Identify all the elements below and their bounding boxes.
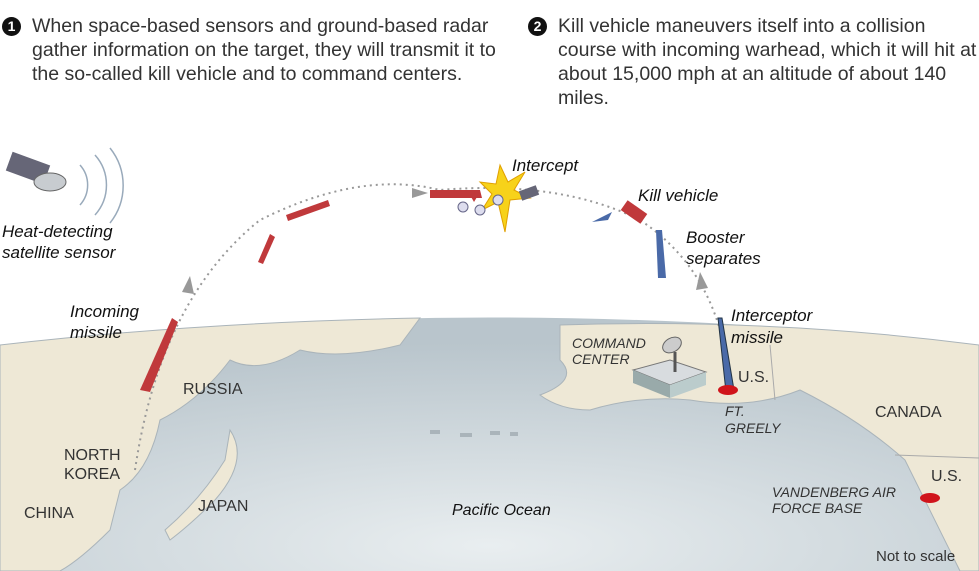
satellite-label: Heat-detecting <box>2 222 113 241</box>
explosion-icon <box>478 163 532 233</box>
step-number-badge: 1 <box>2 17 21 36</box>
map-label-vandenberg: VANDENBERG AIR <box>772 484 896 500</box>
arrow-icon <box>412 188 428 198</box>
nose-cone-icon <box>592 212 612 222</box>
map-label-us-alaska: U.S. <box>738 369 769 386</box>
border-line <box>769 344 776 401</box>
debris-icon <box>457 201 469 213</box>
land-japan <box>164 428 238 541</box>
step-text: When space-based sensors and ground-base… <box>32 15 496 85</box>
step-number-badge: 2 <box>528 17 547 36</box>
map-label-canada: CANADA <box>875 404 942 421</box>
command-center-icon <box>631 336 708 398</box>
map-label-japan: JAPAN <box>198 498 248 515</box>
aleutian-islands <box>430 430 518 437</box>
map-label-vandenberg: FORCE BASE <box>772 500 863 516</box>
incoming-missile-label: missile <box>70 323 122 342</box>
debris-icon <box>470 192 480 202</box>
satellite-icon <box>5 147 124 224</box>
incoming-missile-icon <box>140 318 178 392</box>
kill-vehicle-label: Kill vehicle <box>638 186 718 205</box>
vandenberg-site-marker <box>920 493 940 503</box>
step-1-caption: 1 When space-based sensors and ground-ba… <box>2 14 512 86</box>
command-center-label: CENTER <box>572 351 630 367</box>
booster-label: separates <box>686 249 761 268</box>
map-label-us-mainland: U.S. <box>931 468 962 485</box>
debris-icon <box>492 194 504 206</box>
kill-vehicle-icon <box>518 185 540 201</box>
map-label-ft-greely: FT. <box>725 403 745 419</box>
satellite-label: satellite sensor <box>2 243 117 262</box>
booster-icon <box>656 230 666 278</box>
intercept-label: Intercept <box>512 156 579 175</box>
warhead-icon <box>430 190 482 198</box>
debris-icon <box>474 204 486 216</box>
land-asia <box>0 317 422 571</box>
map-label-north-korea: NORTH <box>64 447 121 464</box>
map-label-china: CHINA <box>24 505 74 522</box>
booster-label: Booster <box>686 228 746 247</box>
map-label-ft-greely: GREELY <box>725 420 782 436</box>
command-center-label: COMMAND <box>572 335 646 351</box>
step-text: Kill vehicle maneuvers itself into a col… <box>558 15 977 109</box>
not-to-scale-note: Not to scale <box>876 548 955 565</box>
map-label-pacific: Pacific Ocean <box>452 502 551 519</box>
arrow-icon <box>696 272 708 290</box>
map-label-russia: RUSSIA <box>183 381 243 398</box>
arrow-icon <box>182 276 194 294</box>
kill-vehicle-icon <box>620 200 648 224</box>
missile-stage-icon <box>258 234 275 264</box>
incoming-missile-label: Incoming <box>70 302 140 321</box>
interceptor-label: missile <box>731 328 783 347</box>
interceptor-label: Interceptor <box>731 306 814 325</box>
step-2-caption: 2 Kill vehicle maneuvers itself into a c… <box>528 14 978 110</box>
missile-stage-icon <box>286 200 330 221</box>
map-label-north-korea: KOREA <box>64 466 120 483</box>
ft-greely-site-marker <box>718 385 738 395</box>
border-line <box>894 454 979 459</box>
